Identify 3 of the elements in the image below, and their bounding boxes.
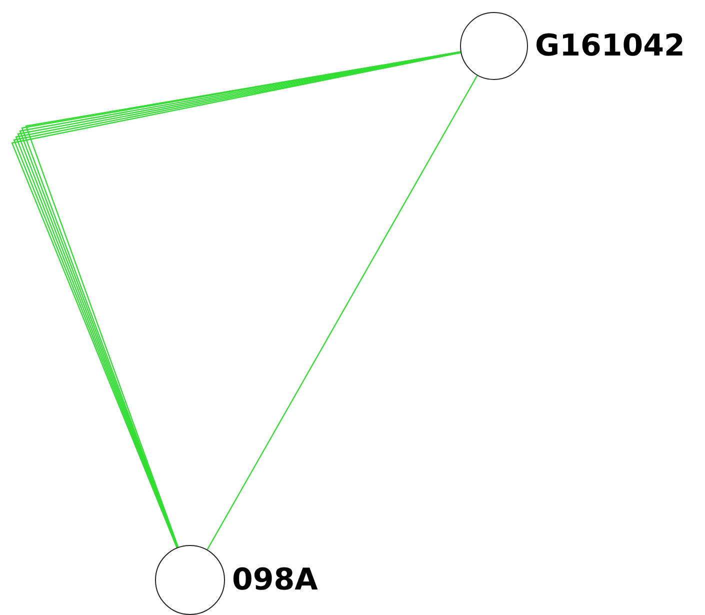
node-label: G161042 [535, 28, 685, 64]
node-label: 098A [232, 562, 318, 598]
connector-line [206, 75, 478, 550]
